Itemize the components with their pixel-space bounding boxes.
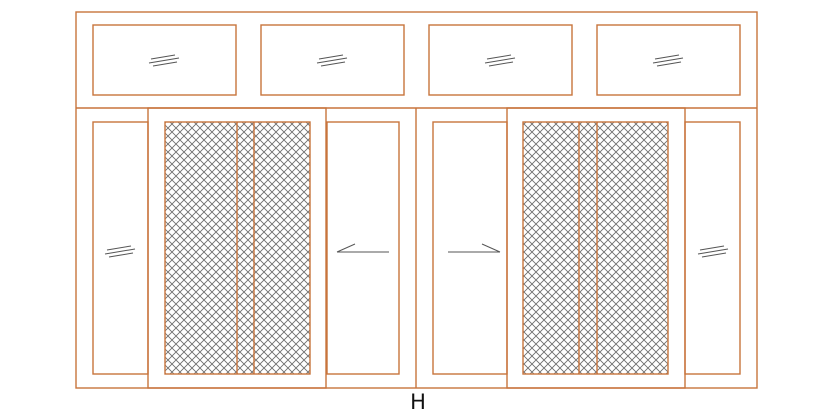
lower-row: [92, 107, 741, 389]
sliding-sash-left: [326, 121, 400, 375]
slide-arrow-left-icon: [336, 243, 389, 253]
fixed-glass-icon: [104, 245, 136, 258]
transom-lite-3: [428, 24, 573, 96]
sliding-sash-right: [432, 121, 508, 375]
fixed-glass-icon: [316, 54, 348, 67]
transom-row: [92, 24, 741, 96]
mesh-screen-panel-left: [164, 121, 311, 375]
slide-arrow-right-icon: [448, 243, 501, 253]
fixed-glass-icon: [697, 245, 729, 258]
fixed-side-lite-right: [684, 121, 741, 375]
transom-lite-1: [92, 24, 237, 96]
fixed-glass-icon: [484, 54, 516, 67]
fixed-glass-icon: [652, 54, 684, 67]
mesh-screen-panel-right: [522, 121, 669, 375]
height-dimension-label: H: [410, 390, 426, 414]
mesh-screen-sash-left: [147, 107, 327, 389]
transom-lite-4: [596, 24, 741, 96]
transom-lite-2: [260, 24, 405, 96]
fixed-glass-icon: [148, 54, 180, 67]
